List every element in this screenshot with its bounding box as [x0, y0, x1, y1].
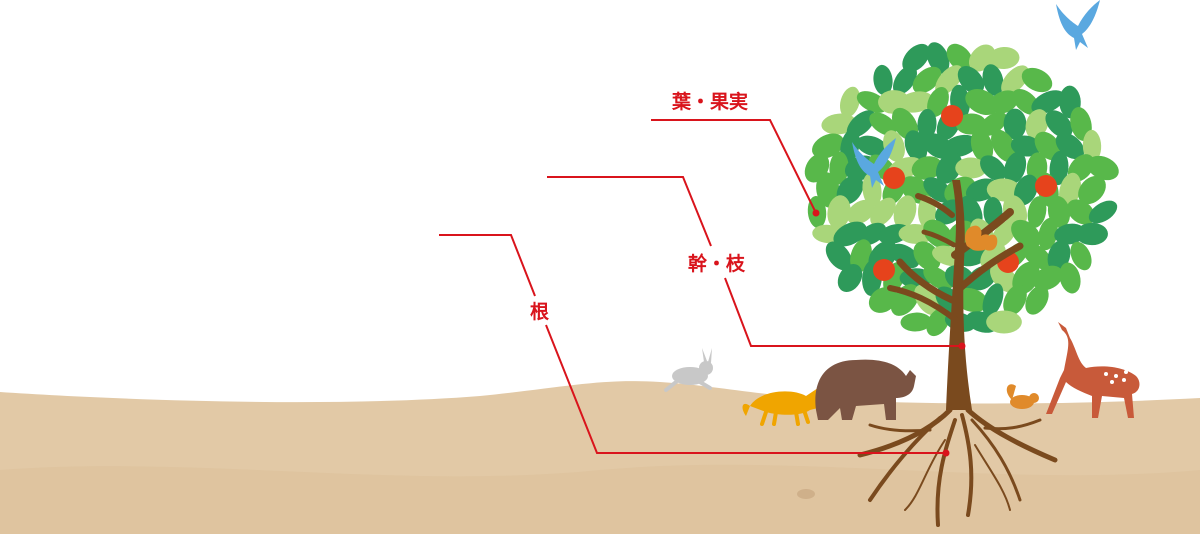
- fruit: [873, 259, 895, 281]
- leaf: [837, 263, 863, 293]
- leaf: [1011, 219, 1041, 249]
- leaf: [1059, 172, 1081, 208]
- leaf: [989, 90, 1019, 114]
- ground-shade: [0, 464, 1200, 534]
- fox-icon: [742, 388, 826, 426]
- leaf: [856, 135, 888, 157]
- leaf: [988, 46, 1020, 70]
- leaf: [846, 199, 876, 225]
- callout-lines: [439, 119, 962, 454]
- leaf: [1045, 110, 1073, 138]
- leaf: [902, 43, 930, 73]
- squirrel-icon: [965, 225, 998, 251]
- tree-trunk: [887, 180, 1024, 410]
- squirrel-icon: [1006, 384, 1039, 409]
- leaf: [935, 152, 963, 184]
- leaf: [1003, 151, 1027, 185]
- leaf: [965, 88, 999, 116]
- callout-line-trunk-lower: [724, 277, 962, 347]
- leaf: [957, 66, 985, 94]
- leaf: [1087, 155, 1119, 181]
- leaf: [912, 66, 942, 94]
- leaf: [900, 312, 932, 332]
- leaf: [898, 91, 934, 113]
- leaf: [1088, 200, 1118, 224]
- leaf: [946, 43, 974, 73]
- leaf: [1025, 109, 1049, 139]
- leaf: [991, 220, 1017, 248]
- leaf: [1021, 242, 1053, 270]
- rabbit-icon: [664, 348, 713, 392]
- bear-icon: [815, 359, 916, 420]
- leaf: [970, 129, 994, 163]
- leaf: [917, 108, 937, 140]
- leaf: [1031, 90, 1065, 114]
- tree-roots: [857, 407, 1058, 527]
- leaf: [1014, 174, 1038, 206]
- leaf: [1025, 285, 1049, 315]
- fruit: [941, 105, 963, 127]
- bird-icon: [852, 138, 896, 188]
- leaf: [856, 91, 888, 113]
- leaf: [1034, 131, 1062, 161]
- leaf: [862, 172, 882, 208]
- leaf: [869, 112, 897, 136]
- leaf: [1067, 199, 1095, 225]
- leaf: [926, 307, 950, 337]
- leaf: [1082, 129, 1102, 163]
- leaf: [904, 130, 928, 162]
- leaf: [870, 197, 896, 227]
- deer-icon: [1046, 322, 1140, 418]
- leaf: [1001, 65, 1029, 95]
- leaf: [1049, 150, 1069, 186]
- leaf: [942, 134, 978, 158]
- leaf: [982, 64, 1004, 96]
- leaf: [1003, 108, 1027, 140]
- leaf: [839, 86, 861, 118]
- leaf: [986, 310, 1022, 334]
- leaf: [955, 157, 987, 179]
- pebble: [797, 489, 815, 499]
- leaf: [926, 42, 950, 74]
- leaf: [1078, 175, 1106, 205]
- leaf: [1070, 107, 1092, 141]
- leaf: [982, 283, 1004, 317]
- callout-line-trunk: [547, 176, 712, 247]
- label-trunk-branches: 幹・枝: [688, 252, 746, 275]
- leaf: [829, 151, 849, 185]
- callout-line-roots: [439, 234, 536, 297]
- fruit: [883, 167, 905, 189]
- leaf: [1070, 241, 1092, 271]
- leaf: [873, 64, 893, 96]
- leaf: [893, 65, 917, 95]
- leaf: [991, 129, 1017, 163]
- leaf: [1010, 135, 1042, 157]
- bird-icon: [1056, 0, 1100, 50]
- leaf: [1038, 217, 1058, 251]
- callout-dots: [812, 209, 966, 457]
- leaf: [911, 156, 943, 180]
- leaf: [1003, 284, 1027, 316]
- leaf: [825, 241, 853, 271]
- leaf: [1059, 262, 1081, 294]
- label-roots: 根: [530, 300, 549, 323]
- leaf: [913, 241, 941, 271]
- label-leaves-fruit: 葉・果実: [671, 90, 748, 113]
- leaf: [868, 287, 898, 313]
- fruit: [1035, 175, 1057, 197]
- callout-line-roots-lower: [545, 324, 946, 454]
- leaf: [827, 195, 851, 229]
- leaf: [1033, 265, 1063, 291]
- callout-line-leaves: [651, 119, 817, 214]
- leaf: [1027, 196, 1047, 228]
- leaf: [923, 266, 953, 290]
- leaf: [893, 195, 917, 229]
- leaf: [1076, 222, 1108, 246]
- leaf: [980, 155, 1006, 181]
- leaf: [812, 133, 844, 159]
- leaf: [955, 113, 987, 135]
- leaf: [1021, 67, 1053, 93]
